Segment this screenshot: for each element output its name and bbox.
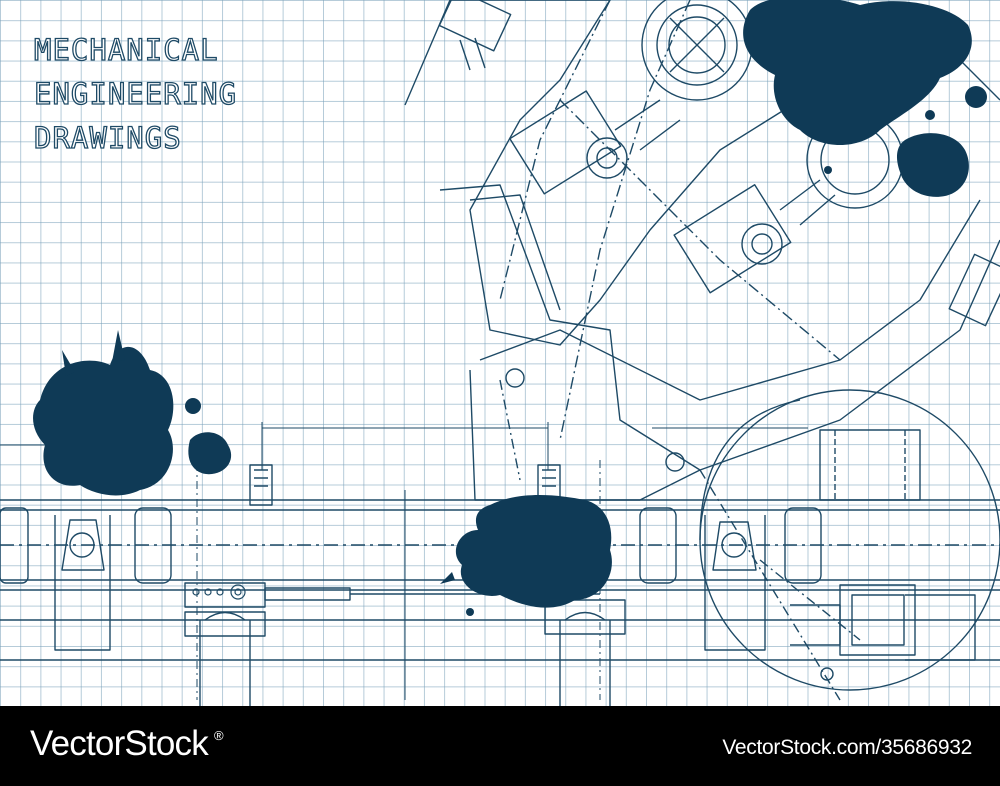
brand-logo: VectorStock xyxy=(30,724,209,763)
ink-blot-center xyxy=(455,495,612,608)
title-line-3: DRAWINGS xyxy=(33,120,182,155)
ink-blot-left xyxy=(33,346,174,496)
bolts xyxy=(192,584,246,600)
title-line-1: MECHANICAL xyxy=(33,32,219,67)
ink-blot-top-right xyxy=(743,0,972,145)
ink-splatters xyxy=(33,0,987,616)
ink-blot-left-small xyxy=(188,432,232,475)
title-line-2: ENGINEERING xyxy=(33,76,238,111)
detail-callout xyxy=(699,389,1000,701)
support-columns xyxy=(0,464,822,706)
drawing-title: MECHANICAL ENGINEERING DRAWINGS xyxy=(33,28,238,160)
image-id-text: VectorStock.com/35686932 xyxy=(722,736,972,759)
watermark-footer-bar: VectorStock ® VectorStock.com/35686932 xyxy=(0,706,1000,786)
blueprint-drawing-area: MECHANICAL ENGINEERING DRAWINGS xyxy=(0,0,1000,706)
registered-mark: ® xyxy=(214,728,224,743)
mechanical-drawing xyxy=(0,0,1000,706)
ink-blot-right xyxy=(897,133,969,197)
